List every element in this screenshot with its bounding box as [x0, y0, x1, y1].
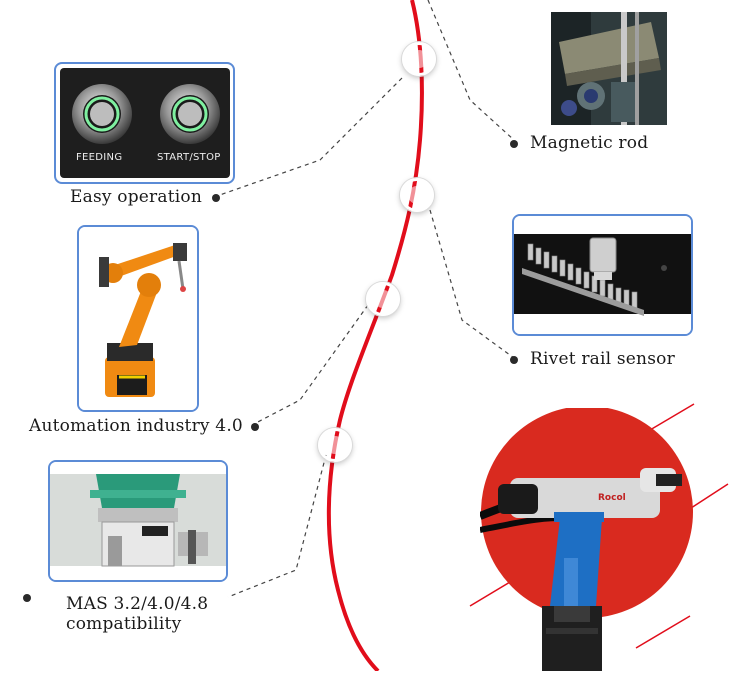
- magnetic-rod-image: [551, 12, 667, 125]
- connector-automation: [251, 304, 369, 426]
- connector-easy-operation: [213, 77, 403, 198]
- mas-label-line2: compatibility: [66, 614, 181, 634]
- bullet-dot: [211, 193, 220, 202]
- bullet-dot: [250, 422, 259, 431]
- feeding-button: [72, 84, 132, 144]
- timeline-node: [318, 428, 352, 462]
- bullet-dot: [510, 139, 518, 148]
- mas-label: MAS 3.2/4.0/4.8: [23, 594, 209, 614]
- connector-rivet-sensor: [429, 209, 515, 359]
- start-stop-button: [160, 84, 220, 144]
- timeline-curve: [326, 0, 424, 671]
- rivet-tool-image: Rocol: [478, 406, 694, 671]
- mas-feeder-image: [48, 460, 228, 582]
- rivet-rail-sensor-image: [512, 214, 693, 336]
- easy-operation-image: FEEDING START/STOP: [54, 62, 235, 184]
- mas-text-line1: MAS 3.2/4.0/4.8: [66, 594, 209, 614]
- red-slash-decoration: [469, 403, 729, 649]
- bullet-dot: [23, 594, 31, 602]
- bullet-dot: [510, 355, 518, 364]
- automation-label: Automation industry 4.0: [29, 416, 259, 436]
- feeding-label: FEEDING: [76, 152, 123, 163]
- automation-text: Automation industry 4.0: [29, 416, 243, 436]
- mas-text-line2: compatibility: [66, 614, 182, 634]
- easy-operation-label: Easy operation: [70, 187, 220, 207]
- start-stop-label: START/STOP: [157, 152, 221, 163]
- timeline-node: [402, 42, 436, 76]
- magnetic-rod-label: Magnetic rod: [510, 133, 648, 153]
- rivet-rail-sensor-label: Rivet rail sensor: [510, 349, 675, 369]
- timeline-node: [366, 282, 400, 316]
- timeline-node: [400, 178, 434, 212]
- rocol-logo-head: Rocol: [598, 493, 626, 503]
- connector-magnetic-rod: [427, 0, 515, 141]
- automation-robot-image: [77, 225, 199, 412]
- connector-mas: [227, 454, 327, 598]
- magnetic-rod-text: Magnetic rod: [530, 133, 649, 153]
- easy-operation-text: Easy operation: [70, 187, 202, 207]
- rivet-rail-sensor-text: Rivet rail sensor: [530, 349, 675, 369]
